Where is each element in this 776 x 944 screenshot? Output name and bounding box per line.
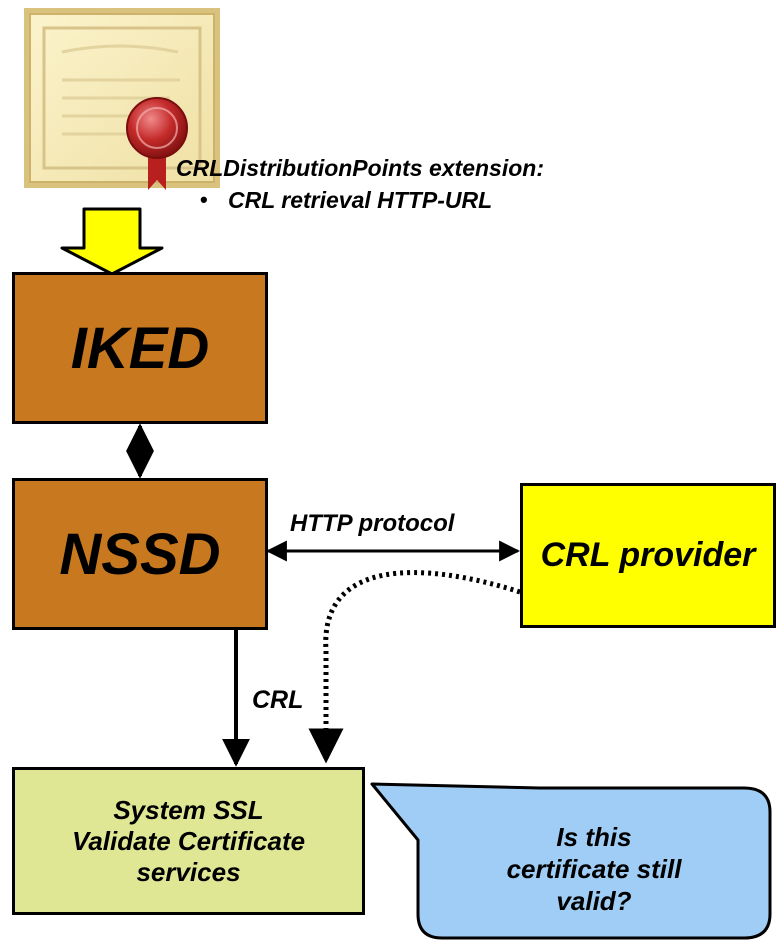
callout-line-1: Is this — [556, 822, 632, 852]
system-ssl-box: System SSL Validate Certificate services — [12, 767, 365, 915]
iked-label: IKED — [70, 315, 210, 381]
crl-provider-dotted-arrow — [308, 570, 521, 764]
ssl-line-2: Validate Certificate — [71, 825, 306, 856]
callout-bubble — [370, 782, 772, 940]
certificate-input-arrow — [60, 207, 164, 276]
crl-provider-label: CRL provider — [540, 536, 756, 574]
callout-line-3: valid? — [556, 886, 632, 916]
nssd-label: NSSD — [59, 521, 221, 587]
extension-title: CRLDistributionPoints extension: — [176, 155, 544, 181]
ssl-line-3: services — [136, 856, 241, 887]
http-protocol-label: HTTP protocol — [290, 510, 455, 537]
iked-box: IKED — [12, 272, 268, 424]
crl-label: CRL — [252, 686, 304, 714]
crl-provider-box: CRL provider — [520, 483, 776, 628]
callout-text: Is this certificate still valid? — [418, 800, 770, 938]
certificate-icon — [24, 8, 220, 190]
callout-line-2: certificate still — [506, 854, 682, 884]
extension-item: CRL retrieval HTTP-URL — [228, 187, 493, 213]
nssd-box: NSSD — [12, 478, 268, 630]
ssl-line-1: System SSL — [113, 794, 264, 825]
extension-bullet: • — [200, 187, 208, 212]
